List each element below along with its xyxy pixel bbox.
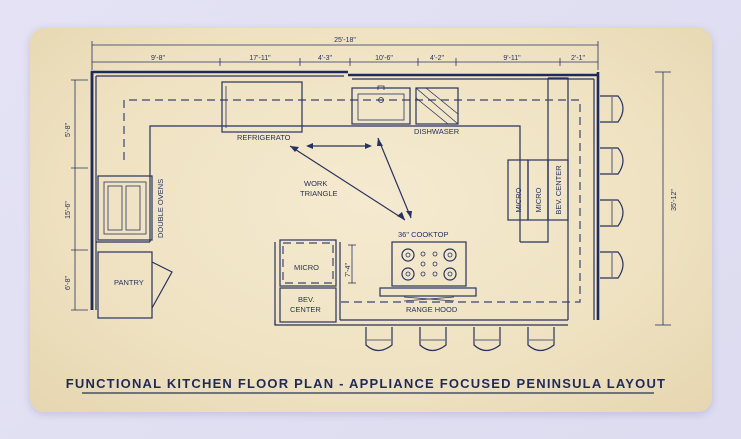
overall-top-label: 25'-18": [334, 37, 356, 44]
dim-right-overall: 35'-12": [671, 189, 678, 211]
dishwasher: DISHWASER: [414, 87, 460, 136]
stool: [419, 327, 447, 352]
stool: [365, 327, 393, 352]
stool: [600, 199, 624, 227]
pantry-label: PANTRY: [114, 278, 144, 287]
dim-seg-4: 10'-6": [375, 55, 393, 62]
double-ovens: DOUBLE OVENS: [97, 175, 165, 241]
cooktop: 36" COOKTOP: [391, 230, 467, 287]
micro-right-label-2: MICRO: [534, 187, 543, 212]
stool: [473, 327, 501, 352]
refrigerator-label: REFRIGERATO: [237, 133, 291, 142]
bar-stools-right: [600, 95, 624, 279]
bar-stools-bottom: [365, 327, 555, 352]
bev-center-right-label: BEV. CENTER: [554, 165, 563, 215]
dim-seg-2: 17'-11": [249, 55, 271, 62]
dim-left-1: 5'-8": [65, 123, 72, 137]
dishwasher-label: DISHWASER: [414, 127, 460, 136]
pantry: PANTRY: [97, 251, 173, 319]
page-title: FUNCTIONAL KITCHEN FLOOR PLAN - APPLIANC…: [66, 376, 666, 391]
peninsula-appliances: MICRO BEV. CENTER 7'-4": [279, 239, 356, 323]
dim-left-2: 15'-6": [65, 201, 72, 219]
bev-center-line-1: BEV.: [298, 295, 314, 304]
bev-center-line-2: CENTER: [290, 305, 321, 314]
sink: [351, 85, 411, 125]
refrigerator: REFRIGERATO: [221, 81, 303, 142]
right-dimension: 35'-12": [655, 71, 678, 326]
dim-seg-1: 9'-8": [151, 55, 165, 62]
right-appliances: MICRO MICRO BEV. CENTER: [507, 159, 569, 221]
stool: [600, 251, 624, 279]
dim-seg-5: 4'-2": [430, 55, 444, 62]
upper-cabinet-outline: [123, 99, 581, 303]
range-hood-label: RANGE HOOD: [406, 305, 458, 314]
dim-left-3: 6'-8": [65, 276, 72, 290]
title-block: FUNCTIONAL KITCHEN FLOOR PLAN - APPLIANC…: [66, 376, 666, 394]
segment-dimensions: 9'-8" 17'-11" 4'-3" 10'-6" 4'-2" 9'-11" …: [92, 55, 598, 66]
triangle-label: TRIANGLE: [300, 189, 338, 198]
micro-left-label: MICRO: [294, 263, 319, 272]
exterior-walls: [90, 70, 600, 320]
work-label: WORK: [304, 179, 327, 188]
stool: [600, 95, 624, 123]
cooktop-label: 36" COOKTOP: [398, 230, 448, 239]
dim-seg-6: 9'-11": [503, 55, 521, 62]
dim-seg-7: 2'-1": [571, 55, 585, 62]
left-dimensions: 5'-8" 15'-6" 6'-8": [65, 79, 88, 311]
range-hood: RANGE HOOD: [379, 287, 477, 314]
dim-seg-3: 4'-3": [318, 55, 332, 62]
stool: [527, 327, 555, 352]
work-triangle: WORK TRIANGLE: [289, 137, 412, 221]
double-ovens-label: DOUBLE OVENS: [156, 179, 165, 238]
micro-right-label: MICRO: [514, 187, 523, 212]
peninsula-dimension: 7'-4": [345, 263, 352, 277]
stool: [600, 147, 624, 175]
overall-dimension-top: 25'-18": [91, 37, 599, 70]
counters: [96, 77, 569, 326]
